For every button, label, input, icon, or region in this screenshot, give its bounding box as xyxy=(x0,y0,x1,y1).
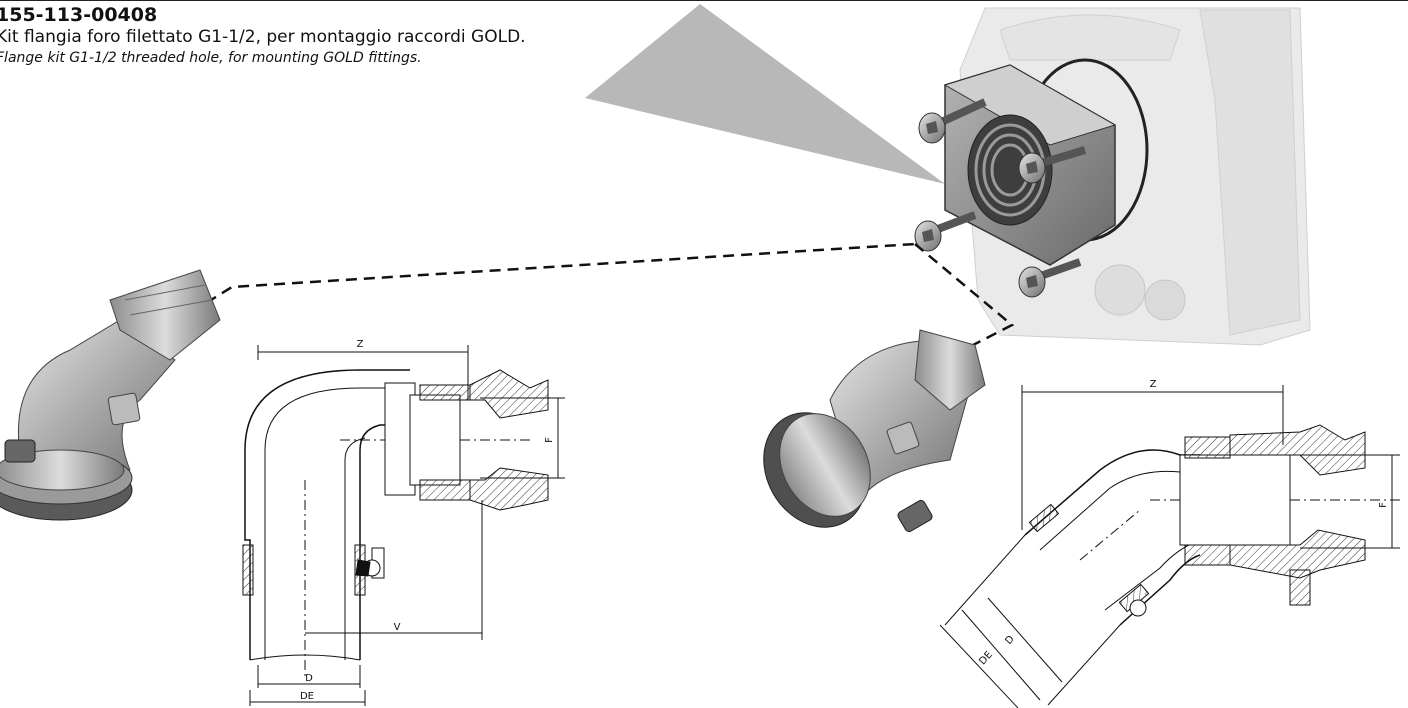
drawing-45-elbow xyxy=(944,424,1400,706)
label-z-90: Z xyxy=(357,339,364,350)
description-english: Flange kit G1-1/2 threaded hole, for mou… xyxy=(0,50,422,66)
callout-pointer xyxy=(585,4,945,184)
label-f-45: F xyxy=(1378,502,1389,508)
bolt-bottom-right xyxy=(1018,258,1082,298)
bolt-mid-right xyxy=(1018,146,1087,184)
label-z-45: Z xyxy=(1150,379,1157,390)
label-de-45: DE xyxy=(977,649,995,667)
drawing-90-elbow xyxy=(242,369,549,680)
drawing-90-dimensions xyxy=(249,345,565,706)
label-d-90: D xyxy=(305,673,313,684)
drawing-45-dimensions xyxy=(939,385,1400,708)
bolt-top-left xyxy=(918,98,987,144)
label-v-90: V xyxy=(394,622,401,633)
bolt-bottom-left xyxy=(914,211,977,252)
description-italian: Kit flangia foro filettato G1-1/2, per m… xyxy=(0,27,526,47)
label-d-45: D xyxy=(1003,634,1017,647)
label-f-90: F xyxy=(544,437,555,443)
product-code: 155-113-00408 xyxy=(0,4,158,26)
label-de-90: DE xyxy=(300,691,314,702)
product-header: 155-113-00408 Kit flangia foro filettato… xyxy=(0,4,526,68)
top-border-line xyxy=(0,0,1408,1)
elbow-45-render xyxy=(763,329,986,533)
elbow-90-render xyxy=(0,269,221,521)
dashed-leader-lines xyxy=(129,242,1015,364)
